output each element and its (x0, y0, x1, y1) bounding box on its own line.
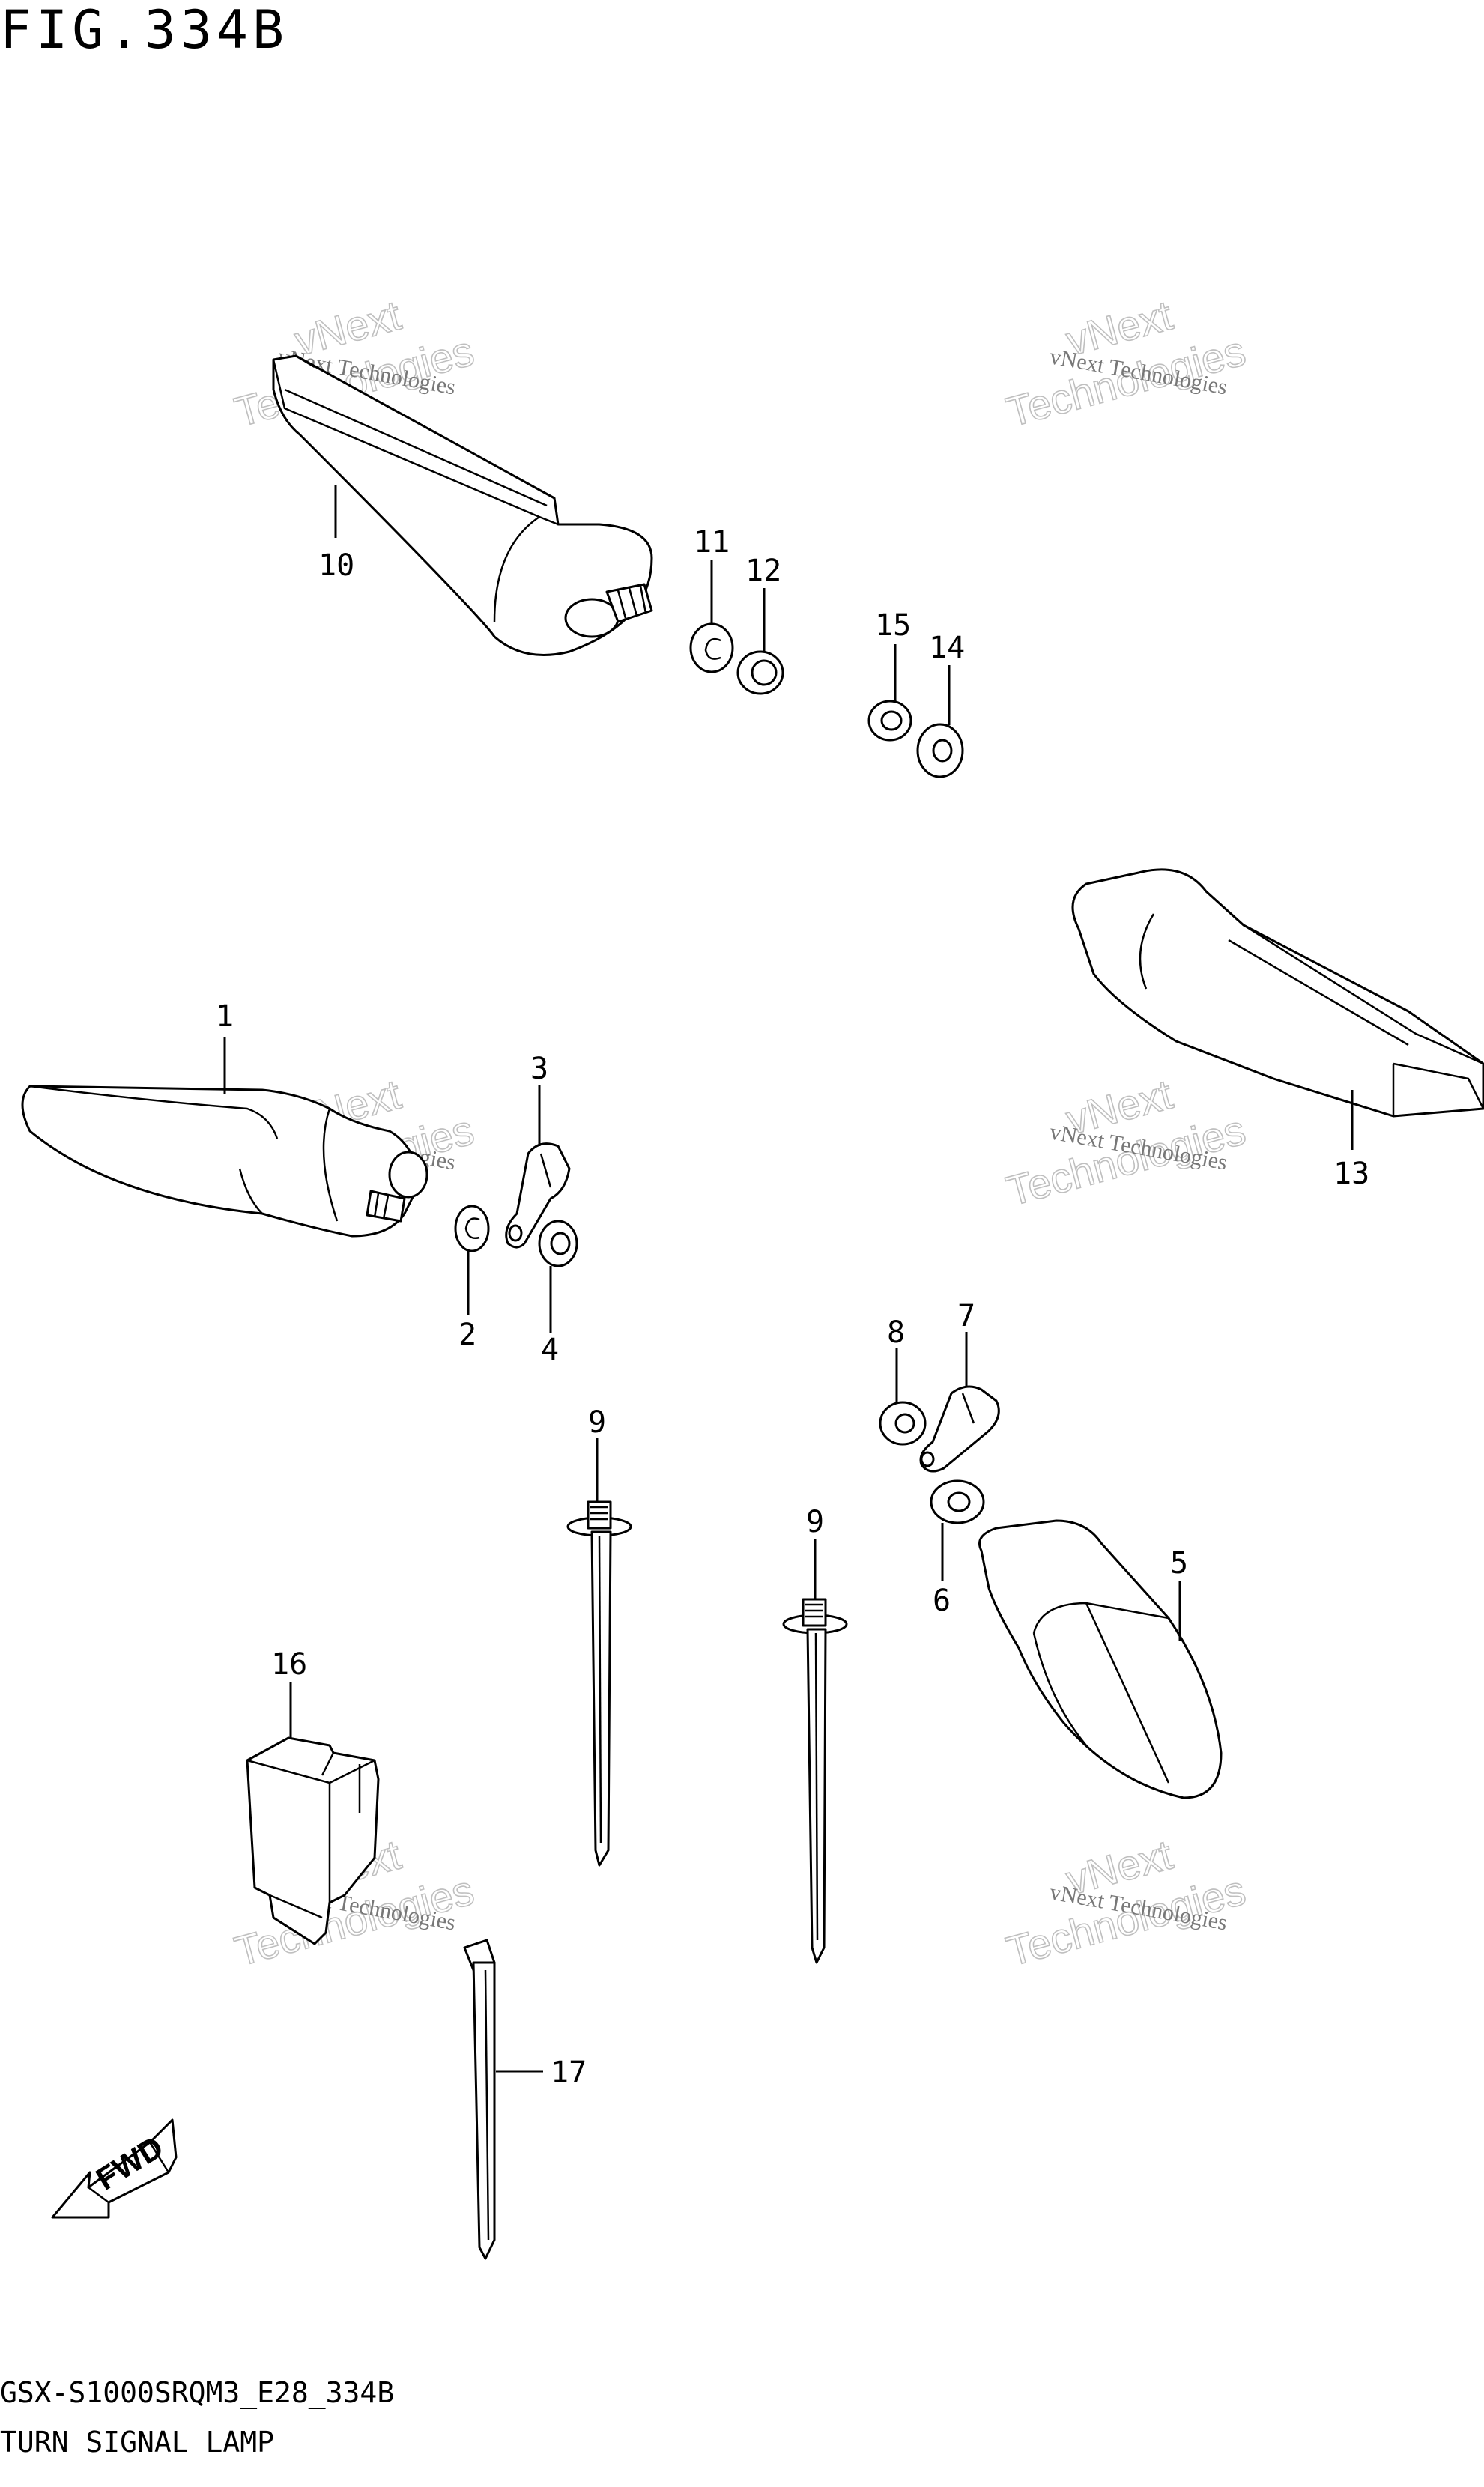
watermark-top-right: vNext Technologies vNext Technologies (1001, 291, 1251, 437)
part-4-nut (538, 1220, 578, 1267)
callout-3: 3 (530, 1052, 548, 1086)
callout-13: 13 (1333, 1157, 1369, 1191)
callout-8: 8 (887, 1315, 905, 1350)
callout-10: 10 (318, 548, 354, 583)
part-14-washer (916, 723, 964, 778)
callout-1: 1 (216, 999, 234, 1034)
part-2-washer (454, 1205, 490, 1252)
diagram-code: GSX-S1000SRQM3_E28_334B (0, 2376, 395, 2409)
callout-16: 16 (271, 1647, 307, 1682)
callout-9b: 9 (806, 1505, 824, 1539)
part-16-relay (246, 1736, 380, 1945)
callout-5: 5 (1170, 1546, 1188, 1581)
part-15-nut (867, 700, 912, 742)
callout-6: 6 (933, 1584, 951, 1618)
part-6-washer (930, 1479, 985, 1524)
callout-17: 17 (551, 2056, 587, 2090)
part-8-nut (879, 1401, 927, 1446)
watermark-mid-right: vNext Technologies vNext Technologies (1001, 1070, 1251, 1216)
part-10-rear-turn-signal (272, 354, 653, 656)
callout-14: 14 (929, 631, 965, 665)
part-9-clamp-right (782, 1598, 848, 1964)
fwd-arrow-icon: FWD (51, 2118, 178, 2219)
part-3-bracket (505, 1142, 571, 1249)
part-11-washer (689, 622, 734, 673)
callout-11: 11 (694, 525, 730, 560)
callout-7: 7 (957, 1299, 975, 1333)
callout-15: 15 (875, 608, 911, 643)
diagram-name: TURN SIGNAL LAMP (0, 2426, 275, 2459)
part-5-front-turn-signal-right (978, 1519, 1223, 1799)
figure-title: FIG.334B (0, 0, 289, 61)
part-12-nut (736, 650, 784, 695)
part-7-bracket (919, 1385, 1000, 1473)
callout-9a: 9 (588, 1405, 606, 1440)
callout-12: 12 (745, 554, 781, 588)
part-13-rear-turn-signal-right (1071, 868, 1484, 1118)
part-1-front-turn-signal (21, 1085, 428, 1238)
part-9-clamp-left (566, 1500, 632, 1867)
part-17-cable-tie (463, 1939, 496, 2260)
watermark-bottom-right: vNext Technologies vNext Technologies (1001, 1830, 1251, 1976)
callout-4: 4 (541, 1333, 559, 1367)
callout-2: 2 (458, 1318, 476, 1352)
